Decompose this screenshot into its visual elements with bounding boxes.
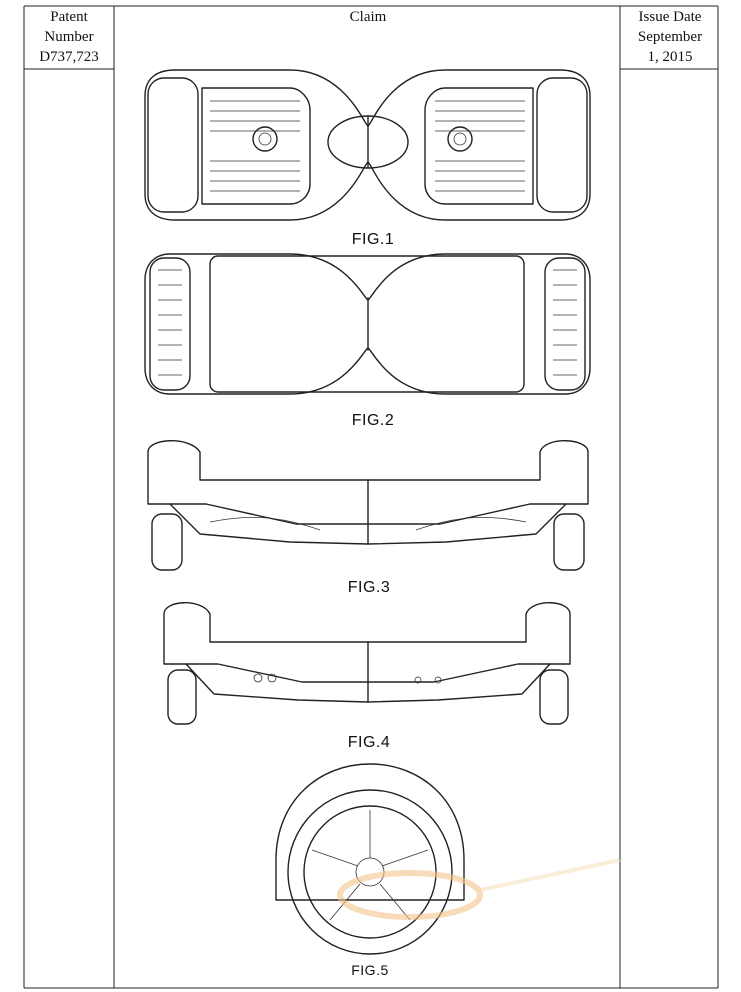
fig3-drawing xyxy=(147,440,589,571)
fig4-drawing xyxy=(163,602,571,725)
fig2-drawing xyxy=(144,253,591,395)
fig1-label: FIG.1 xyxy=(351,231,395,248)
patent-number-header: Patent Number D737,723 xyxy=(24,7,114,67)
fig4-label: FIG.4 xyxy=(347,734,391,751)
claim-header: Claim xyxy=(349,9,387,25)
fig3-label: FIG.3 xyxy=(347,579,391,596)
fig5-label: FIG.5 xyxy=(351,962,389,978)
patent-header-line-1: Patent xyxy=(50,9,88,25)
issue-date-header: Issue Date September 1, 2015 xyxy=(622,7,718,67)
fig5-drawing xyxy=(275,763,465,955)
fig1-drawing xyxy=(144,69,591,221)
patent-header-line-2: Number xyxy=(44,29,94,45)
issue-date-line-1: Issue Date xyxy=(638,9,702,25)
patent-number-value: D737,723 xyxy=(39,49,99,65)
fig2-label: FIG.2 xyxy=(351,412,395,429)
issue-date-line-3: 1, 2015 xyxy=(647,49,693,65)
issue-date-line-2: September xyxy=(637,29,703,45)
